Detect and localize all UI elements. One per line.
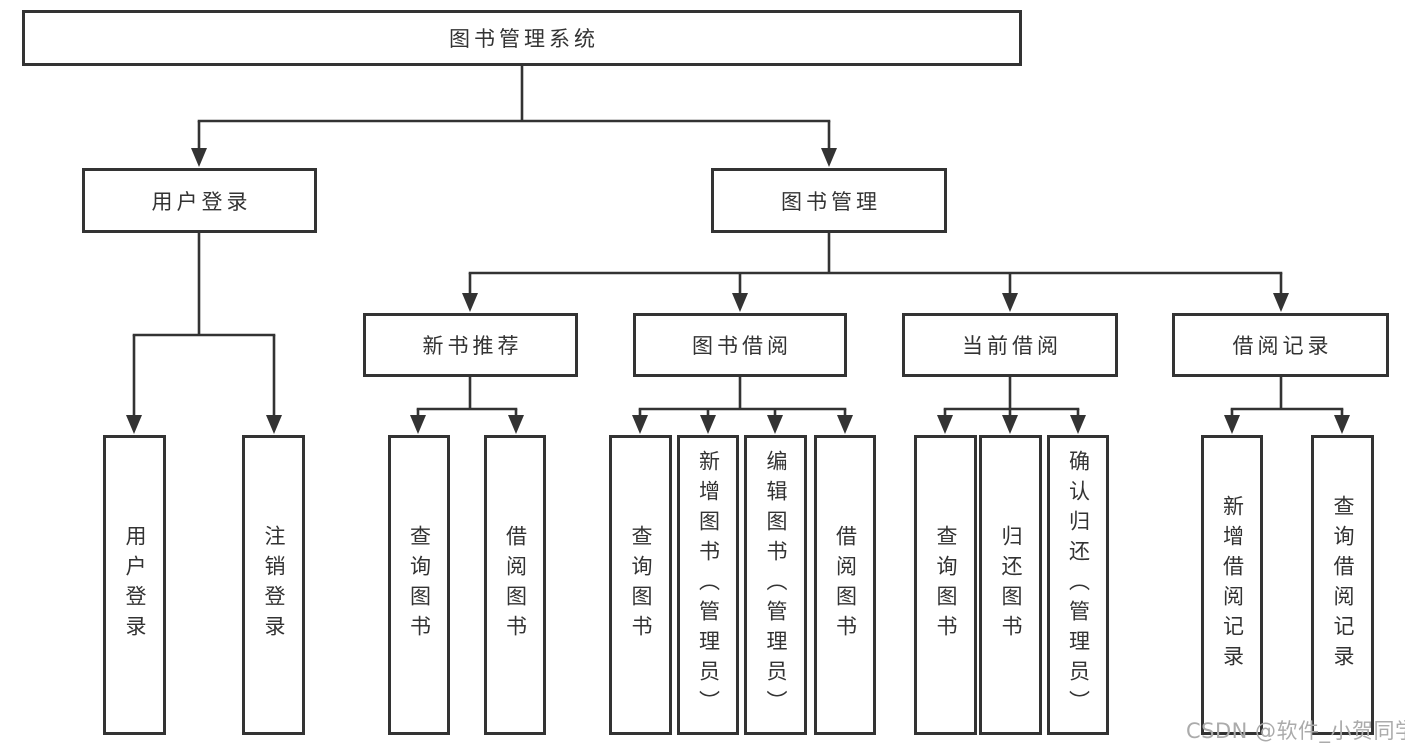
arrowhead-icon: [1273, 293, 1289, 312]
arrowhead-icon: [462, 293, 478, 312]
node-label: 用户登录: [123, 525, 148, 645]
leaf-logout: 注销登录: [242, 435, 305, 735]
arrowhead-icon: [126, 415, 142, 434]
arrowhead-icon: [767, 415, 783, 434]
node-label: 查询图书: [629, 525, 654, 645]
leaf-return-books: 归还图书: [979, 435, 1042, 735]
node-label: 借阅图书: [833, 525, 858, 645]
leaf-query-borrow-record: 查询借阅记录: [1311, 435, 1374, 735]
arrowhead-icon: [821, 148, 837, 167]
arrowhead-icon: [1224, 415, 1240, 434]
leaf-edit-books-admin: 编辑图书（管理员）: [744, 435, 807, 735]
node-borrowing-records: 借阅记录: [1172, 313, 1389, 377]
arrowhead-icon: [1334, 415, 1350, 434]
node-book-management: 图书管理: [711, 168, 947, 233]
node-label: 确认归还（管理员）: [1066, 450, 1091, 720]
leaf-query-books-current: 查询图书: [914, 435, 977, 735]
node-label: 借阅记录: [1232, 334, 1333, 358]
node-label: 查询图书: [934, 525, 959, 645]
node-current-borrowing: 当前借阅: [902, 313, 1118, 377]
arrowhead-icon: [266, 415, 282, 434]
leaf-borrow-books-recommend: 借阅图书: [484, 435, 546, 735]
node-label: 图书借阅: [692, 334, 792, 358]
csdn-watermark: CSDN @软件_小贺同学: [1186, 719, 1405, 743]
node-label: 注销登录: [262, 525, 287, 645]
node-label: 当前借阅: [962, 334, 1062, 358]
arrowhead-icon: [508, 415, 524, 434]
leaf-add-borrow-record: 新增借阅记录: [1201, 435, 1263, 735]
leaf-query-books-recommend: 查询图书: [388, 435, 450, 735]
node-label: 查询图书: [407, 525, 432, 645]
arrowhead-icon: [837, 415, 853, 434]
node-library-management-system: 图书管理系统: [22, 10, 1022, 66]
arrowhead-icon: [1002, 293, 1018, 312]
node-label: 新增借阅记录: [1220, 495, 1245, 675]
leaf-user-login: 用户登录: [103, 435, 166, 735]
arrowhead-icon: [700, 415, 716, 434]
node-label: 图书管理: [781, 189, 881, 214]
arrowhead-icon: [732, 293, 748, 312]
arrowhead-icon: [191, 148, 207, 167]
node-new-book-recommend: 新书推荐: [363, 313, 578, 377]
node-user-login: 用户登录: [82, 168, 317, 233]
node-label: 归还图书: [999, 525, 1024, 645]
node-label: 图书管理系统: [449, 27, 599, 51]
arrowhead-icon: [410, 415, 426, 434]
node-label: 编辑图书（管理员）: [764, 450, 789, 720]
leaf-add-books-admin: 新增图书（管理员）: [677, 435, 739, 735]
node-book-borrowing: 图书借阅: [633, 313, 847, 377]
leaf-query-books-borrowing: 查询图书: [609, 435, 672, 735]
node-label: 查询借阅记录: [1331, 495, 1356, 675]
arrowhead-icon: [632, 415, 648, 434]
node-label: 新书推荐: [422, 334, 523, 358]
node-label: 用户登录: [151, 189, 252, 214]
leaf-borrow-books-borrowing: 借阅图书: [814, 435, 876, 735]
arrowhead-icon: [1070, 415, 1086, 434]
arrowhead-icon: [937, 415, 953, 434]
node-label: 新增图书（管理员）: [696, 450, 721, 720]
node-label: 借阅图书: [503, 525, 528, 645]
arrowhead-icon: [1002, 415, 1018, 434]
leaf-confirm-return-admin: 确认归还（管理员）: [1047, 435, 1109, 735]
